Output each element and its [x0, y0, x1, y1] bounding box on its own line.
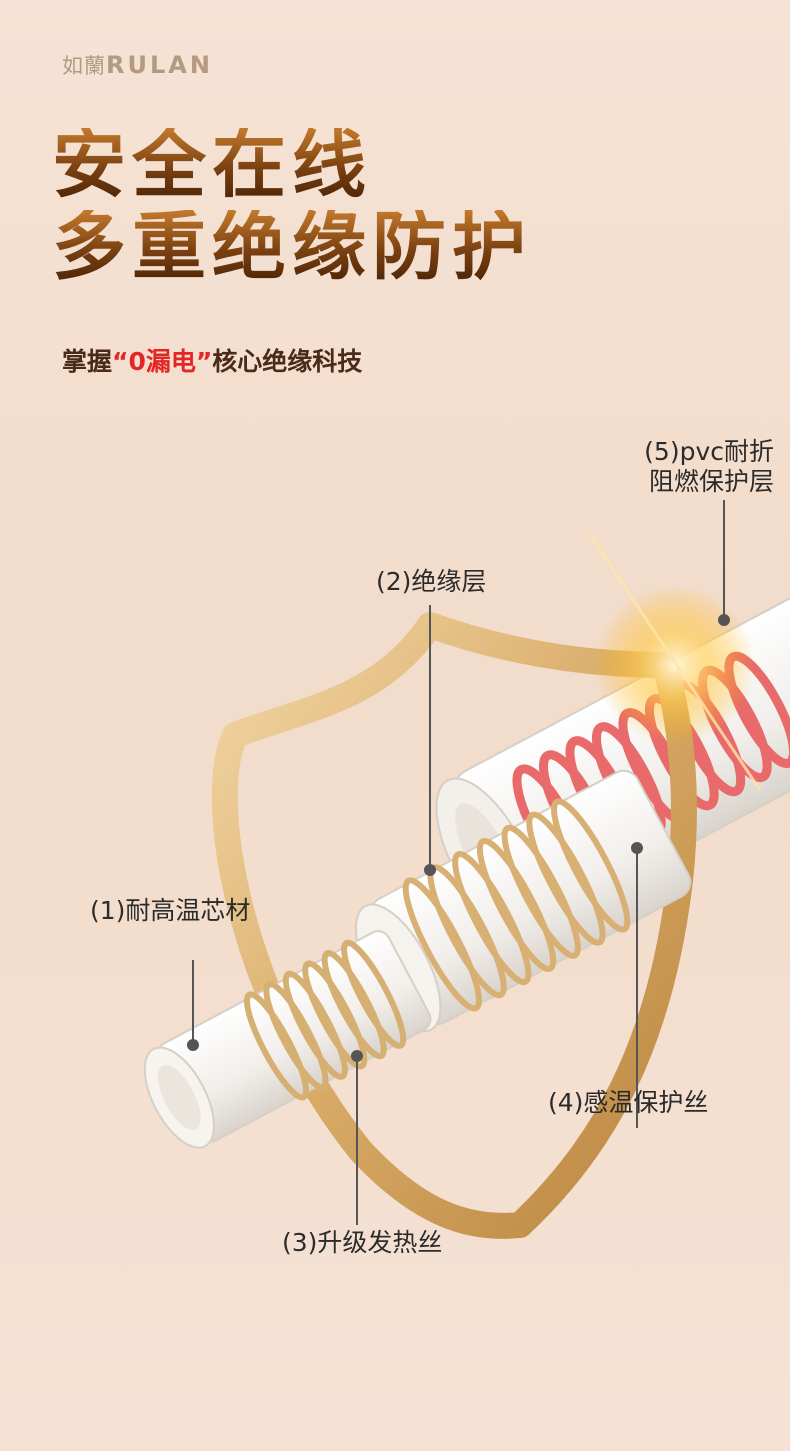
label-pvc-line1: (5)pvc耐折 — [644, 437, 774, 466]
leader-lines — [187, 500, 730, 1225]
label-insulation: (2)绝缘层 — [376, 567, 487, 596]
brand-latin: RULAN — [106, 51, 213, 79]
label-temp-wire: (4)感温保护丝 — [548, 1088, 709, 1117]
label-pvc-layer: (5)pvc耐折 阻燃保护层 — [644, 437, 774, 497]
subtitle-prefix: 掌握 — [62, 347, 113, 376]
temp-wire-coils — [402, 798, 631, 1012]
label-core: (1)耐高温芯材 — [90, 896, 251, 925]
label-heating-wire: (3)升级发热丝 — [282, 1228, 443, 1257]
heating-wire-coils — [243, 939, 407, 1101]
label-pvc-line2: 阻燃保护层 — [648, 467, 774, 496]
brand-logo: 如蘭 RULAN — [62, 50, 213, 80]
subtitle-suffix: 核心绝缘科技 — [212, 347, 363, 376]
headline-line-2: 多重绝缘防护 — [52, 204, 532, 290]
headline-line-1: 安全在线 — [52, 122, 372, 208]
subtitle: 掌握“0漏电”核心绝缘科技 — [62, 342, 362, 378]
brand-cn: 如蘭 — [62, 54, 106, 78]
subtitle-highlight: “0漏电” — [112, 347, 213, 376]
